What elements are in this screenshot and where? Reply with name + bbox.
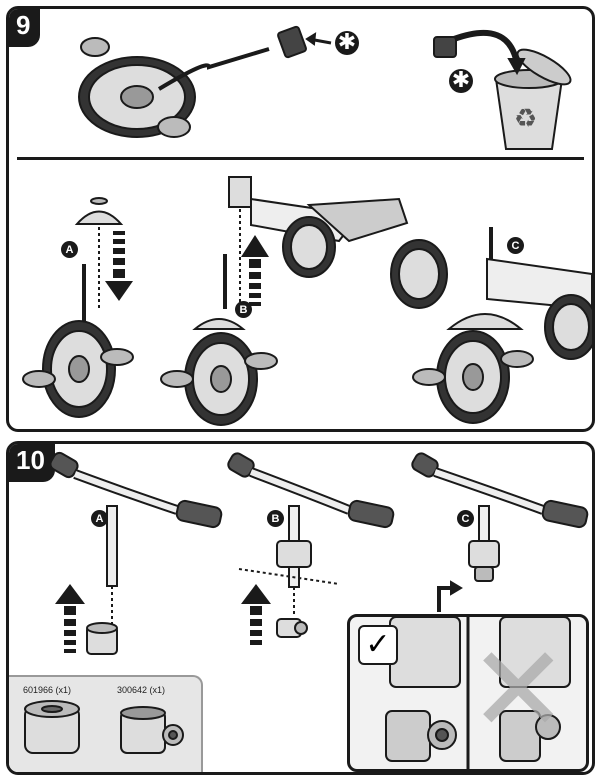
label-c: C xyxy=(507,237,524,254)
handlebar-b xyxy=(227,452,395,638)
cross-icon: ✕ xyxy=(468,621,569,760)
step-10-illustration xyxy=(49,451,589,655)
part-label-601966: 601966 (x1) xyxy=(23,685,72,695)
step-9-panel: 9 ♻ xyxy=(6,6,595,432)
label-b: B xyxy=(235,301,252,318)
fork-assembly-a xyxy=(22,197,134,418)
check-icon: ✓ xyxy=(358,625,398,665)
arrow-up-b2 xyxy=(241,584,271,645)
panel-divider xyxy=(17,157,584,160)
label-c-step10: C xyxy=(457,510,474,527)
star-icon-remove: ✱ xyxy=(335,31,359,55)
tire-valve-wheel xyxy=(78,37,270,138)
arrow-up-a xyxy=(55,584,85,653)
step-number-9: 9 xyxy=(9,9,41,47)
parts-list: 601966 (x1) 300642 (x1) xyxy=(9,675,203,772)
parts-illustration xyxy=(24,700,184,754)
part-label-300642: 300642 (x1) xyxy=(117,685,166,695)
label-a: A xyxy=(61,241,78,258)
arrow-down-a xyxy=(105,231,133,301)
label-b-step10: B xyxy=(267,510,284,527)
inset-illustration xyxy=(385,617,571,769)
frame-assembly-b xyxy=(160,176,448,426)
handlebar-a xyxy=(49,451,223,655)
step-number-10: 10 xyxy=(9,444,55,482)
valve-cap xyxy=(277,25,332,59)
recycle-bin: ♻ xyxy=(433,29,572,150)
handlebar-c xyxy=(411,452,589,612)
star-icon-recycle: ✱ xyxy=(449,69,473,93)
step-10-panel: 10 xyxy=(6,441,595,775)
assembled-c xyxy=(412,227,592,424)
svg-text:♻: ♻ xyxy=(514,104,537,134)
arrow-up-b xyxy=(241,235,269,306)
label-a-step10: A xyxy=(91,510,108,527)
correct-incorrect-inset: ✓ ✕ xyxy=(347,614,589,772)
step-9-illustration: ♻ xyxy=(22,25,592,426)
